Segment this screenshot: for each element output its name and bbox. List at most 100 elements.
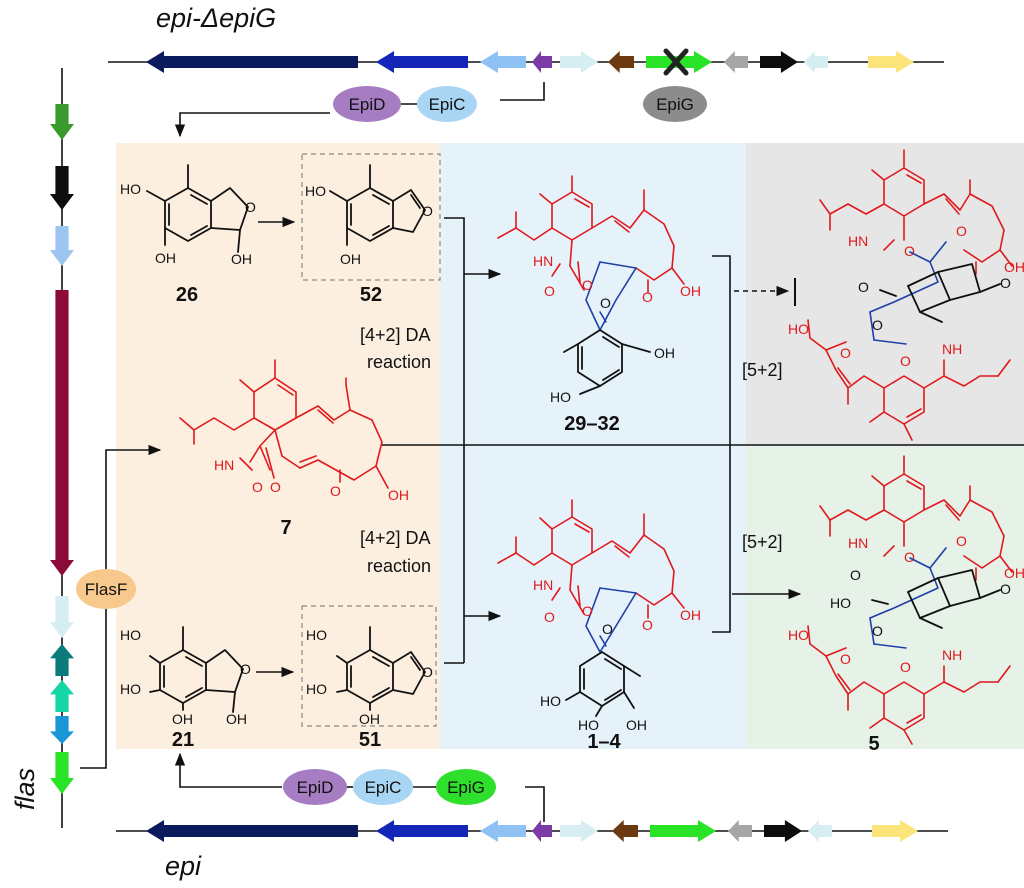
bottom-gene-arrow-11 — [872, 820, 918, 842]
compound-52-label: 52 — [360, 284, 382, 306]
cyclo-label-lower: [5+2] — [742, 532, 783, 552]
svg-text:HO: HO — [120, 681, 141, 697]
svg-text:HO: HO — [305, 183, 326, 199]
bottom-gene-arrow-5 — [560, 820, 598, 842]
svg-text:NH: NH — [942, 341, 962, 357]
enzyme-epid-bottom: EpiD — [283, 769, 347, 805]
svg-text:OH: OH — [1004, 259, 1024, 275]
svg-text:HN: HN — [533, 577, 553, 593]
svg-text:HO: HO — [830, 595, 851, 611]
svg-text:HO: HO — [306, 627, 327, 643]
top-gene-arrows — [146, 51, 914, 73]
top-gene-arrow-4 — [532, 51, 552, 73]
flas-gene-arrow-7 — [50, 680, 74, 712]
svg-text:EpiG: EpiG — [447, 778, 485, 797]
svg-text:HO: HO — [788, 321, 809, 337]
svg-text:OH: OH — [172, 711, 193, 727]
svg-text:OH: OH — [231, 251, 252, 267]
svg-text:OH: OH — [626, 717, 647, 733]
svg-text:O: O — [1000, 275, 1011, 291]
svg-text:EpiG: EpiG — [656, 95, 694, 114]
svg-text:O: O — [330, 483, 341, 499]
flas-gene-arrow-8 — [50, 716, 74, 744]
svg-text:reaction: reaction — [367, 352, 431, 372]
compound-26-structure: HO O OH OH 26 — [120, 164, 256, 306]
bottom-gene-arrow-2 — [376, 820, 468, 842]
bottom-cluster-connector — [525, 786, 545, 822]
bottom-gene-arrow-4 — [532, 820, 552, 842]
svg-text:O: O — [642, 617, 653, 633]
svg-text:O: O — [582, 277, 593, 293]
svg-text:O: O — [872, 623, 883, 639]
svg-text:[4+2] DA: [4+2] DA — [360, 528, 431, 548]
svg-text:O: O — [240, 661, 251, 677]
da-bracket-upper — [444, 217, 500, 274]
compound-52-structure: HO O OH 52 — [301, 153, 441, 306]
svg-text:O: O — [900, 353, 911, 369]
flas-gene-arrow-9 — [50, 752, 74, 794]
compound-1-4-label: 1–4 — [587, 731, 621, 753]
top-gene-cluster: epi-ΔepiG EpiD EpiC EpiG — [108, 3, 944, 138]
svg-text:O: O — [422, 203, 433, 219]
svg-text:O: O — [904, 243, 915, 259]
svg-text:O: O — [245, 199, 256, 215]
top-gene-arrow-6 — [608, 51, 634, 73]
flas-cluster-title: flas — [10, 768, 40, 810]
compound-51-box — [301, 605, 437, 727]
svg-text:HO: HO — [550, 389, 571, 405]
enzyme-epig-top: EpiG — [643, 86, 707, 122]
enzyme-epic-top: EpiC — [417, 86, 477, 122]
svg-text:OH: OH — [388, 487, 409, 503]
deletion-cross-icon — [663, 48, 689, 76]
bracket-1-4 — [712, 445, 731, 633]
top-gene-arrow-5 — [560, 51, 598, 73]
svg-text:O: O — [252, 479, 263, 495]
svg-text:O: O — [956, 223, 967, 239]
bracket-29-32 — [712, 255, 731, 445]
top-gene-arrow-2 — [376, 51, 468, 73]
top-gene-arrow-11 — [868, 51, 914, 73]
da-reaction-label-lower: [4+2] DA reaction — [360, 528, 431, 576]
flas-gene-arrow-1 — [50, 104, 74, 140]
svg-text:O: O — [840, 345, 851, 361]
flas-gene-arrow-2 — [50, 166, 74, 210]
compound-29-32-structure: HN O O O O OH OH HO 29–32 — [497, 175, 701, 435]
svg-text:O: O — [858, 279, 869, 295]
svg-text:O: O — [600, 295, 611, 311]
bottom-gene-cluster: epi EpiD EpiC EpiG — [116, 752, 948, 881]
top-gene-arrow-9 — [760, 51, 798, 73]
bottom-gene-arrow-3 — [480, 820, 526, 842]
svg-text:OH: OH — [340, 251, 361, 267]
flas-gene-cluster: flas FlasF — [10, 68, 162, 828]
svg-text:O: O — [602, 621, 613, 637]
svg-text:O: O — [544, 283, 555, 299]
top-gene-arrow-1 — [146, 51, 358, 73]
top-cluster-title: epi-ΔepiG — [156, 3, 276, 33]
enzyme-epid-top: EpiD — [333, 86, 401, 122]
enzyme-flasf: FlasF — [76, 569, 136, 609]
svg-text:O: O — [1000, 581, 1011, 597]
compound-51-structure: HO HO O OH 51 — [301, 605, 437, 751]
svg-text:HO: HO — [120, 181, 141, 197]
svg-text:HN: HN — [533, 253, 553, 269]
svg-text:HO: HO — [120, 627, 141, 643]
svg-text:O: O — [642, 289, 653, 305]
svg-text:[4+2] DA: [4+2] DA — [360, 325, 431, 345]
top-gene-arrow-10 — [804, 51, 828, 73]
compound-1-4-structure: HN O O O O OH HO HO OH 1–4 — [497, 499, 701, 753]
svg-text:OH: OH — [654, 345, 675, 361]
panel-unnatural-dimer — [746, 143, 1024, 446]
svg-text:O: O — [904, 549, 915, 565]
svg-text:EpiD: EpiD — [349, 95, 386, 114]
top-cluster-to-26-arrow — [174, 112, 330, 138]
compound-51-label: 51 — [359, 729, 381, 751]
compound-7-label: 7 — [280, 517, 291, 539]
compound-5-structure: HN O O OH O HO O O HO O O NH 5 — [788, 455, 1024, 755]
compound-29-32-label: 29–32 — [564, 413, 620, 435]
panel-precursors — [116, 143, 440, 749]
svg-text:O: O — [840, 651, 851, 667]
flas-gene-arrow-6 — [50, 644, 74, 676]
bottom-gene-arrow-10 — [808, 820, 832, 842]
bottom-gene-arrow-1 — [146, 820, 358, 842]
da-reaction-label-upper: [4+2] DA reaction — [360, 325, 431, 372]
